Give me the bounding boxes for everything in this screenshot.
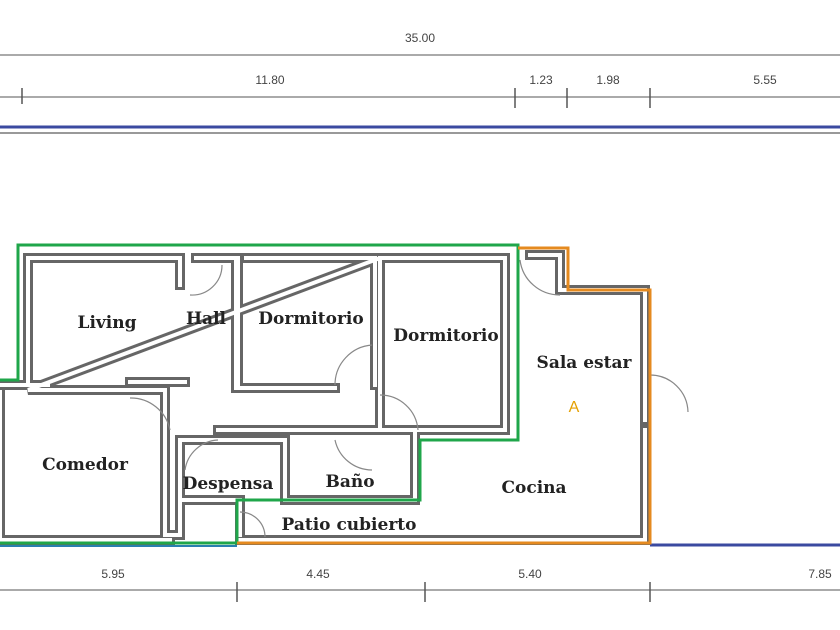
room-despensa: Despensa	[183, 474, 274, 494]
room-dormitorio-2: Dormitorio	[393, 326, 498, 346]
room-living: Living	[78, 313, 137, 333]
dim-bottom-2: 4.45	[306, 567, 330, 581]
top-dimensions: 35.00 11.80 1.23 1.98 5.55	[0, 31, 840, 108]
room-bano: Baño	[325, 472, 374, 492]
door-swings	[129, 259, 689, 538]
dim-bottom-4: 7.85	[808, 567, 832, 581]
zone-label: A	[569, 399, 580, 416]
room-dormitorio-1: Dormitorio	[258, 309, 363, 329]
room-comedor: Comedor	[42, 455, 129, 475]
dim-bottom-3: 5.40	[518, 567, 542, 581]
dim-top-1: 11.80	[255, 73, 284, 87]
dim-total: 35.00	[405, 31, 435, 45]
dim-top-2: 1.23	[529, 73, 553, 87]
dim-top-3: 1.98	[596, 73, 620, 87]
dimension-ticks	[21, 88, 651, 108]
room-patio-cubierto: Patio cubierto	[282, 515, 417, 535]
boundary-orange	[237, 246, 652, 545]
room-sala-estar: Sala estar	[537, 353, 633, 373]
dim-top-4: 5.55	[753, 73, 777, 87]
dimension-ticks	[236, 582, 651, 602]
walls	[0, 250, 650, 545]
room-cocina: Cocina	[501, 478, 566, 498]
boundary-green	[0, 243, 520, 545]
bottom-dimensions: 5.95 4.45 5.40 7.85	[0, 567, 840, 602]
dim-bottom-1: 5.95	[101, 567, 125, 581]
room-hall: Hall	[186, 309, 227, 329]
